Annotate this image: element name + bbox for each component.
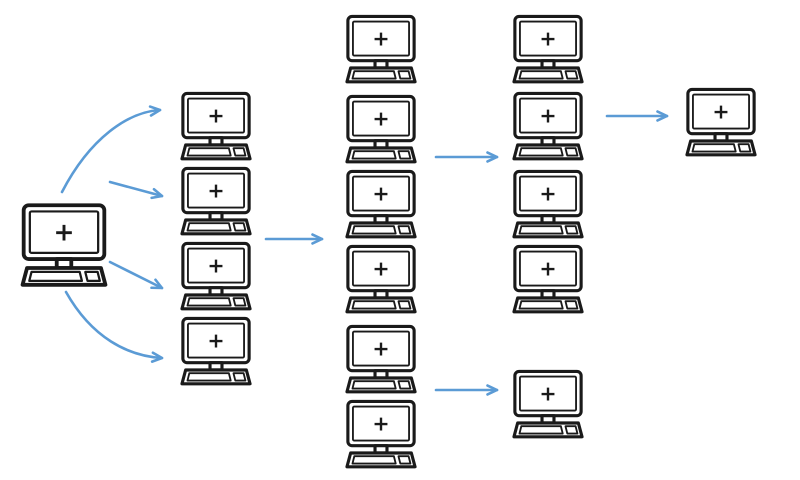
computer-workstation-icon bbox=[180, 241, 252, 311]
computer-workstation-icon bbox=[180, 316, 252, 386]
keyboard-keys bbox=[518, 225, 564, 235]
arrow-stage3-to-stage4-b bbox=[434, 384, 499, 396]
keyboard-keys bbox=[518, 70, 564, 80]
keyboard-keys bbox=[186, 222, 232, 232]
screen-plus-glyph bbox=[209, 334, 223, 348]
arrow-source-to-stage2-3 bbox=[108, 260, 164, 290]
screen-plus-glyph bbox=[541, 109, 555, 123]
icon-column-col-4 bbox=[512, 14, 584, 439]
mouse bbox=[232, 297, 247, 307]
computer-workstation-icon bbox=[180, 91, 252, 161]
screen-plus-glyph bbox=[374, 32, 388, 46]
computer-icon-layer bbox=[20, 14, 757, 469]
keyboard-keys bbox=[351, 150, 397, 160]
arrow-stage4-to-result-head bbox=[656, 110, 669, 122]
mouse bbox=[232, 222, 247, 232]
arrow-source-to-stage2-1 bbox=[60, 105, 162, 194]
mouse bbox=[397, 300, 412, 310]
keyboard-keys bbox=[518, 147, 564, 157]
arrow-source-to-stage2-3-head bbox=[150, 278, 164, 290]
screen-plus-glyph bbox=[374, 187, 388, 201]
screen-plus-glyph bbox=[541, 262, 555, 276]
mouse bbox=[737, 143, 752, 153]
mouse bbox=[564, 300, 579, 310]
screen-plus-glyph bbox=[209, 109, 223, 123]
computer-workstation-icon bbox=[345, 399, 417, 469]
icon-column-col-1 bbox=[20, 203, 108, 287]
arrow-source-to-stage2-2 bbox=[108, 180, 164, 200]
arrow-source-to-stage2-2-line bbox=[108, 180, 164, 198]
computer-workstation-icon bbox=[345, 14, 417, 84]
keyboard-keys bbox=[351, 70, 397, 80]
computer-workstation-icon bbox=[512, 244, 584, 314]
arrow-source-to-stage2-1-line bbox=[60, 108, 162, 194]
arrow-stage2-to-stage3-head bbox=[311, 233, 324, 245]
screen-plus-glyph bbox=[56, 224, 72, 241]
mouse bbox=[564, 225, 579, 235]
screen-plus-glyph bbox=[374, 262, 388, 276]
keyboard-keys bbox=[351, 300, 397, 310]
arrow-source-to-stage2-1-head bbox=[148, 105, 162, 117]
computer-workstation-icon bbox=[512, 91, 584, 161]
mouse bbox=[232, 147, 247, 157]
keyboard-keys bbox=[186, 147, 232, 157]
icon-column-col-2 bbox=[180, 91, 252, 386]
computer-workstation-icon bbox=[20, 203, 108, 287]
arrow-stage4-to-result bbox=[605, 110, 669, 122]
arrow-source-to-stage2-2-head bbox=[150, 187, 164, 200]
keyboard-keys bbox=[518, 300, 564, 310]
screen-plus-glyph bbox=[209, 259, 223, 273]
arrow-stage3-to-stage4-a bbox=[434, 151, 499, 163]
computer-workstation-icon bbox=[345, 244, 417, 314]
keyboard-keys bbox=[351, 380, 397, 390]
keyboard-keys bbox=[186, 372, 232, 382]
arrow-layer bbox=[60, 105, 669, 396]
keyboard-keys bbox=[518, 425, 564, 435]
keyboard-keys bbox=[28, 270, 84, 283]
computer-workstation-icon bbox=[345, 169, 417, 239]
arrow-source-to-stage2-4-line bbox=[64, 290, 164, 360]
mouse bbox=[232, 372, 247, 382]
computer-workstation-icon bbox=[180, 166, 252, 236]
computer-workstation-icon bbox=[345, 94, 417, 164]
computer-workstation-icon bbox=[512, 169, 584, 239]
keyboard-keys bbox=[691, 143, 737, 153]
arrow-source-to-stage2-4 bbox=[64, 290, 164, 363]
screen-plus-glyph bbox=[541, 187, 555, 201]
mouse bbox=[397, 455, 412, 465]
screen-plus-glyph bbox=[541, 32, 555, 46]
arrow-source-to-stage2-3-line bbox=[108, 260, 164, 290]
keyboard-keys bbox=[186, 297, 232, 307]
mouse bbox=[564, 425, 579, 435]
computer-workstation-icon bbox=[345, 324, 417, 394]
mouse bbox=[397, 380, 412, 390]
screen-plus-glyph bbox=[209, 184, 223, 198]
computer-workstation-icon bbox=[512, 14, 584, 84]
screen-plus-glyph bbox=[714, 105, 728, 119]
screen-plus-glyph bbox=[374, 112, 388, 126]
keyboard-keys bbox=[351, 455, 397, 465]
icon-column-col-5 bbox=[685, 87, 757, 157]
arrow-stage3-to-stage4-b-head bbox=[486, 384, 499, 396]
mouse bbox=[397, 70, 412, 80]
arrow-source-to-stage2-4-head bbox=[150, 351, 164, 363]
screen-plus-glyph bbox=[374, 417, 388, 431]
mouse bbox=[397, 150, 412, 160]
computer-workstation-icon bbox=[685, 87, 757, 157]
mouse bbox=[397, 225, 412, 235]
screen-plus-glyph bbox=[374, 342, 388, 356]
mouse bbox=[84, 270, 101, 283]
mouse bbox=[564, 147, 579, 157]
arrow-stage2-to-stage3 bbox=[264, 233, 324, 245]
arrow-stage3-to-stage4-a-head bbox=[486, 151, 499, 163]
computer-workstation-icon bbox=[512, 369, 584, 439]
screen-plus-glyph bbox=[541, 387, 555, 401]
mouse bbox=[564, 70, 579, 80]
keyboard-keys bbox=[351, 225, 397, 235]
icon-column-col-3 bbox=[345, 14, 417, 469]
